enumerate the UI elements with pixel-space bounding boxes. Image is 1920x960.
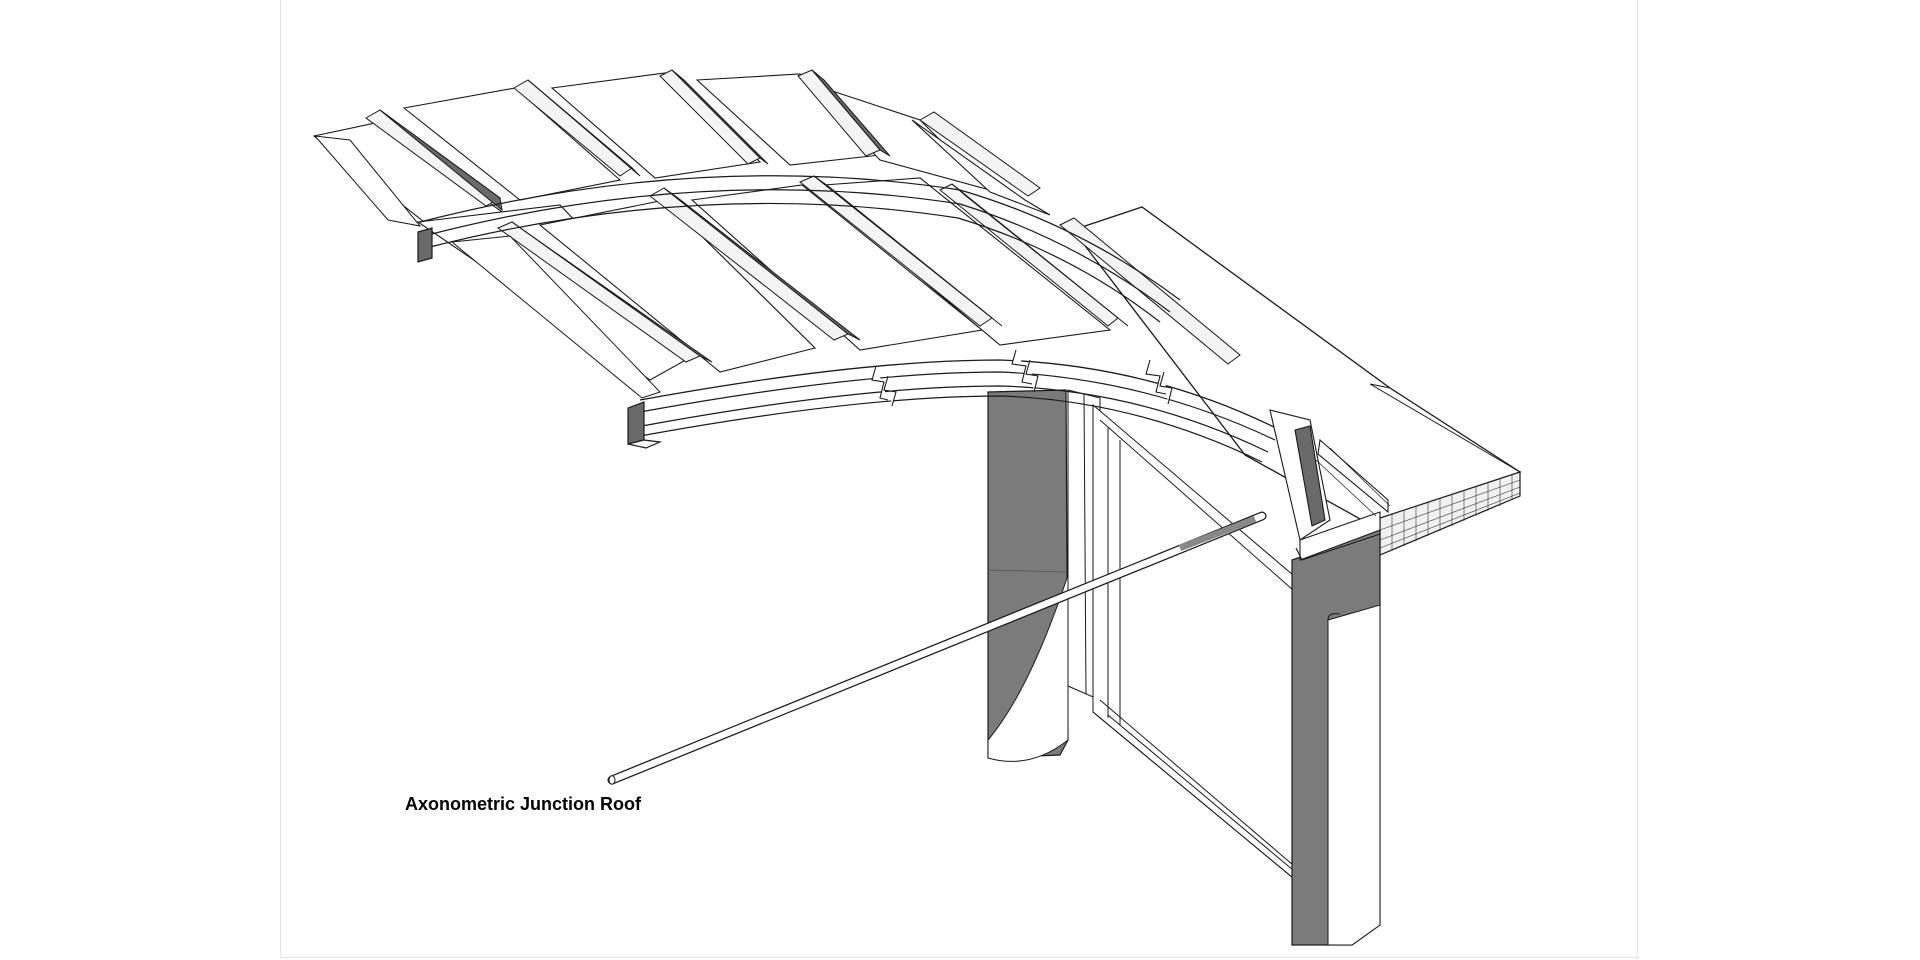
eave-panel (313, 135, 661, 399)
rear-column (987, 389, 1069, 762)
curved-beams (417, 175, 1281, 463)
window-frame (1067, 389, 1294, 880)
concrete-slab (1071, 206, 1522, 556)
front-column (1291, 529, 1381, 946)
tension-rod (607, 511, 1267, 785)
junction-brackets (871, 349, 1173, 407)
roof-ribs (365, 69, 1241, 365)
eave-connection (1269, 409, 1391, 561)
rod-end (608, 775, 616, 785)
drawing-caption: Axonometric Junction Roof (405, 794, 642, 814)
